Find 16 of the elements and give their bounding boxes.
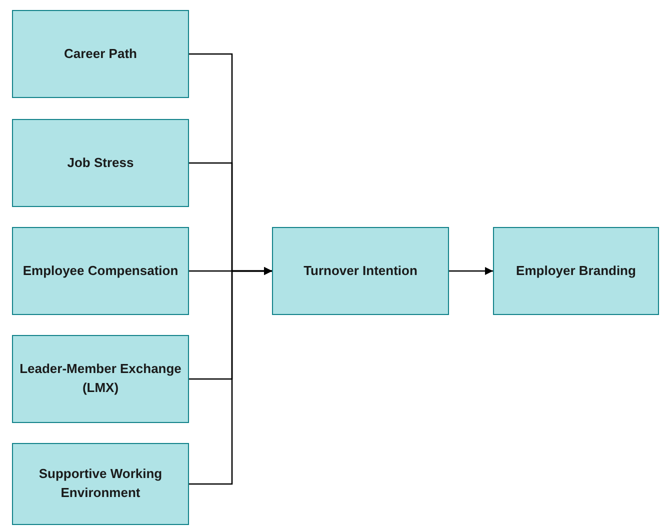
connector-arrow xyxy=(449,267,493,275)
box-label: Leader-Member Exchange (LMX) xyxy=(18,360,182,397)
process-box xyxy=(12,119,189,207)
process-box xyxy=(12,10,189,98)
process-box xyxy=(12,443,189,525)
box-label: Supportive Working Environment xyxy=(38,465,164,502)
box-label: Career Path xyxy=(64,44,137,63)
box-label: Employer Branding xyxy=(516,262,636,280)
process-box xyxy=(12,335,189,423)
box-label: Job Stress xyxy=(67,154,134,172)
process-box xyxy=(12,227,189,315)
box-label: Employee Compensation xyxy=(22,262,178,280)
box-label: Turnover Intention xyxy=(304,262,418,280)
process-box xyxy=(272,227,449,315)
process-box xyxy=(493,227,659,315)
connector-arrow xyxy=(189,267,272,485)
